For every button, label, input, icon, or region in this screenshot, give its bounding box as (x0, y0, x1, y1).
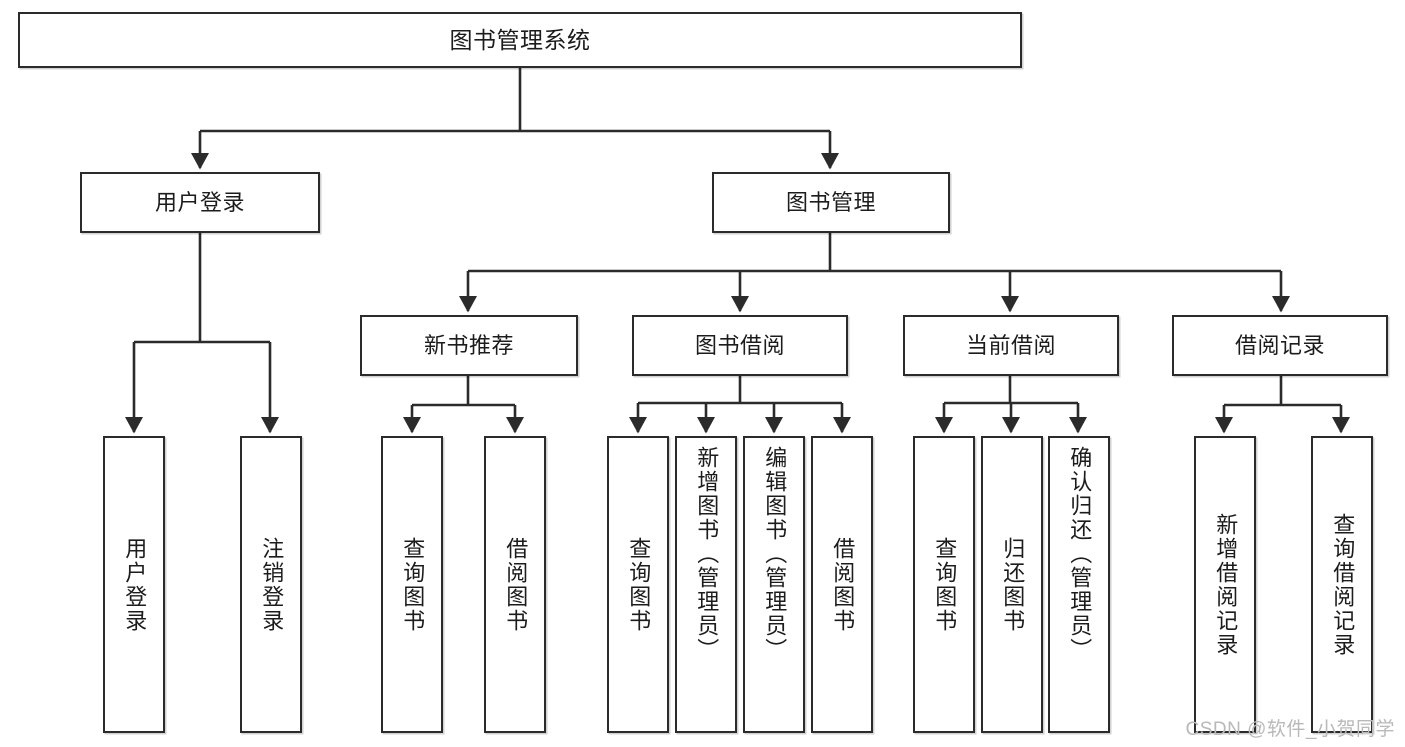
node-leaf-query-record-label: 查询借阅记录 (1330, 512, 1356, 657)
node-leaf-borrow-book-1-label: 借阅图书 (503, 536, 529, 633)
node-leaf-query-book-2[interactable]: 查询图书 (607, 436, 669, 733)
node-leaf-borrow-book-1[interactable]: 借阅图书 (484, 436, 546, 733)
node-leaf-logout-label: 注销登录 (259, 536, 285, 633)
node-leaf-return-book[interactable]: 归还图书 (981, 436, 1043, 733)
node-leaf-add-book-label: 新增图书（管理员） (694, 446, 720, 662)
node-user-login[interactable]: 用户登录 (80, 172, 320, 233)
node-leaf-add-record[interactable]: 新增借阅记录 (1194, 436, 1256, 733)
node-book-borrow[interactable]: 图书借阅 (632, 315, 848, 376)
node-leaf-query-book-1[interactable]: 查询图书 (381, 436, 443, 733)
node-leaf-logout[interactable]: 注销登录 (240, 436, 302, 733)
node-borrow-record-label: 借阅记录 (1234, 332, 1325, 358)
node-leaf-borrow-book-2[interactable]: 借阅图书 (811, 436, 873, 733)
node-leaf-user-login-label: 用户登录 (122, 536, 148, 633)
node-leaf-add-record-label: 新增借阅记录 (1213, 512, 1239, 657)
node-user-login-label: 用户登录 (154, 189, 245, 215)
node-leaf-query-record[interactable]: 查询借阅记录 (1311, 436, 1373, 733)
node-book-borrow-label: 图书借阅 (694, 332, 785, 358)
node-leaf-add-book[interactable]: 新增图书（管理员） (675, 436, 737, 733)
node-leaf-borrow-book-2-label: 借阅图书 (830, 536, 856, 633)
node-leaf-edit-book-label: 编辑图书（管理员） (762, 446, 788, 662)
node-leaf-return-book-label: 归还图书 (1000, 536, 1026, 633)
node-leaf-query-book-3[interactable]: 查询图书 (913, 436, 975, 733)
node-new-book-recommend[interactable]: 新书推荐 (360, 315, 578, 376)
node-leaf-edit-book[interactable]: 编辑图书（管理员） (743, 436, 805, 733)
node-borrow-record[interactable]: 借阅记录 (1172, 315, 1388, 376)
node-book-manage-label: 图书管理 (785, 189, 876, 215)
node-root[interactable]: 图书管理系统 (18, 12, 1022, 68)
node-root-label: 图书管理系统 (449, 26, 591, 53)
node-leaf-query-book-1-label: 查询图书 (400, 536, 426, 633)
node-leaf-confirm-return[interactable]: 确认归还（管理员） (1048, 436, 1110, 733)
node-leaf-user-login[interactable]: 用户登录 (103, 436, 165, 733)
node-book-manage[interactable]: 图书管理 (712, 172, 950, 233)
csdn-watermark: CSDN @软件_小贺同学 (1185, 719, 1395, 740)
node-current-borrow[interactable]: 当前借阅 (903, 315, 1119, 376)
node-current-borrow-label: 当前借阅 (965, 332, 1056, 358)
node-leaf-confirm-return-label: 确认归还（管理员） (1067, 446, 1093, 662)
node-new-book-recommend-label: 新书推荐 (423, 332, 514, 358)
node-leaf-query-book-3-label: 查询图书 (932, 536, 958, 633)
node-leaf-query-book-2-label: 查询图书 (626, 536, 652, 633)
